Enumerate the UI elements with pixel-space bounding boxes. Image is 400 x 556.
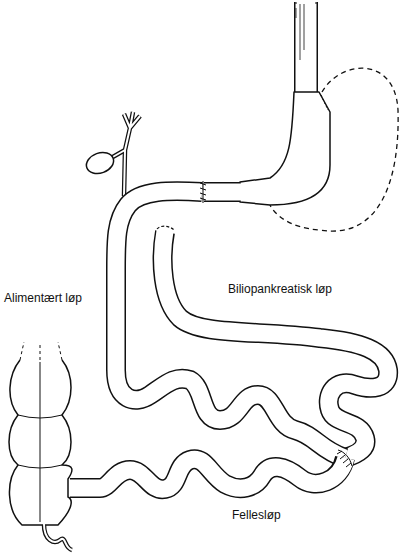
channel-label: Fellesløp bbox=[232, 508, 281, 522]
staple-line bbox=[321, 95, 328, 110]
appendix-outline bbox=[44, 525, 72, 550]
colon-haustra bbox=[18, 362, 62, 522]
sleeve-stomach bbox=[240, 92, 330, 205]
ileal-anastomosis bbox=[337, 450, 352, 467]
alimentary-limb-outline bbox=[116, 191, 345, 458]
duodenum-outline bbox=[204, 182, 240, 202]
common-channel-fill bbox=[68, 458, 346, 489]
duodenum-fill bbox=[204, 184, 241, 201]
duodenal-anastomosis bbox=[200, 181, 206, 203]
limb-cut-end bbox=[157, 226, 175, 231]
colon bbox=[9, 360, 72, 525]
bile-duct-fill bbox=[111, 112, 140, 196]
esophagus-cut bbox=[296, 2, 316, 6]
alimentary-limb-fill bbox=[116, 191, 345, 458]
esophagus-shading bbox=[296, 4, 304, 60]
esophagus-fill bbox=[296, 2, 317, 98]
gallbladder bbox=[83, 149, 116, 177]
limb-label: Alimentært løp bbox=[4, 291, 82, 305]
bile-duct-outline bbox=[111, 112, 140, 196]
appendix-fill bbox=[44, 524, 72, 550]
colon-continuation bbox=[20, 342, 62, 360]
limb-label: Biliopankreatisk løp bbox=[228, 282, 332, 296]
illustration-lines bbox=[9, 2, 398, 550]
